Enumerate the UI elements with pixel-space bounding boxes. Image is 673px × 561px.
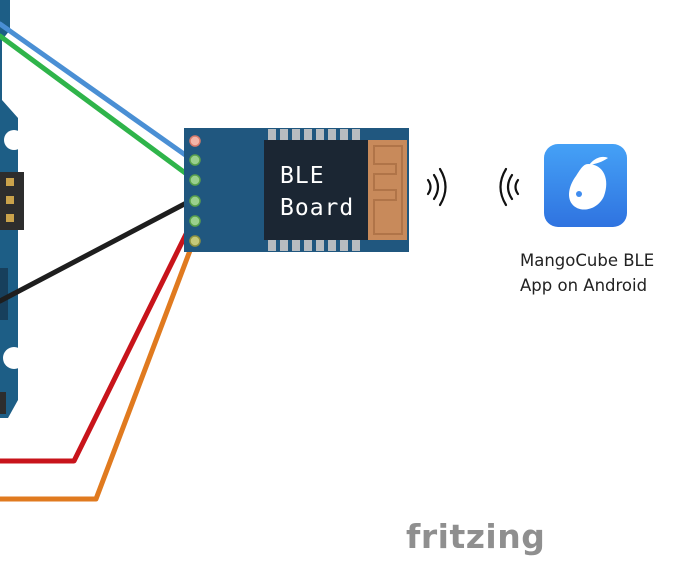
- signal-out-icon: [426, 167, 447, 207]
- antenna: [368, 140, 407, 240]
- mango-icon: [544, 144, 627, 227]
- module-bottom-pads: [268, 239, 360, 251]
- app-label: MangoCube BLE App on Android: [520, 248, 654, 298]
- module-pins: [189, 135, 201, 247]
- app-label-line1: MangoCube BLE: [520, 251, 655, 270]
- module-top-pads: [268, 129, 360, 141]
- arduino-board: [0, 0, 25, 418]
- module-label-line1: BLE: [280, 163, 325, 189]
- black-wire: [0, 197, 195, 304]
- ble-module: BLE Board: [184, 128, 409, 252]
- signal-in-icon: [499, 167, 520, 207]
- red-wire: [0, 219, 195, 464]
- blue-wire: [0, 21, 194, 162]
- module-label-line2: Board: [280, 195, 354, 221]
- orange-wire: [0, 237, 197, 502]
- module-chip: [264, 140, 368, 240]
- fritzing-watermark: fritzing: [406, 517, 546, 556]
- app-label-line2: App on Android: [520, 276, 648, 295]
- green-wire: [0, 33, 195, 181]
